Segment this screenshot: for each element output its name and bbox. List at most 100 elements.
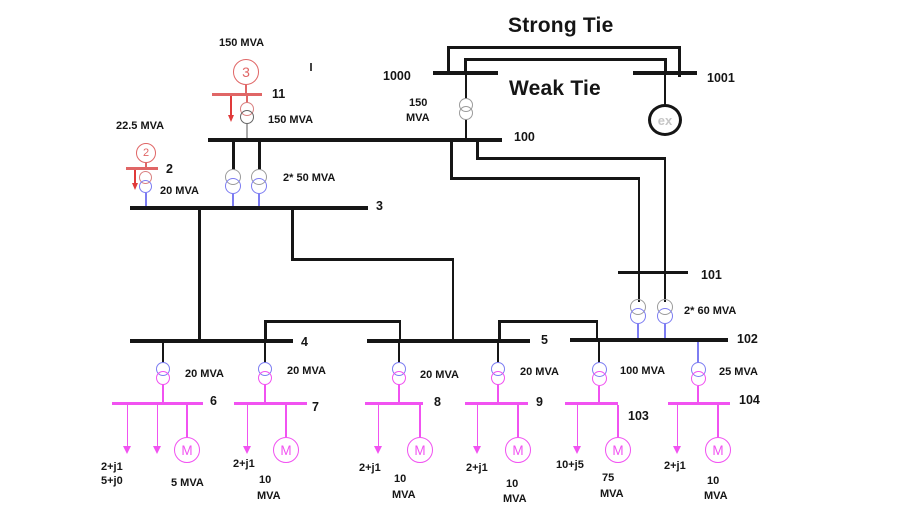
bus-101 xyxy=(618,271,688,274)
bus-7-label: 7 xyxy=(312,400,319,414)
strong-tie-line xyxy=(447,46,681,49)
generator-3: 3 xyxy=(233,59,259,85)
weak-tie-label: Weak Tie xyxy=(509,77,601,100)
line-bus5-bus102-up xyxy=(498,320,501,340)
load-6a-arrowhead xyxy=(123,446,131,454)
motor-9-stub xyxy=(517,405,519,437)
motor-6-stub xyxy=(186,405,188,437)
motor-9-symbol: M xyxy=(512,442,524,458)
motor-8-symbol: M xyxy=(414,442,426,458)
line-100-101b-riser xyxy=(637,177,640,302)
xfmr-4-6-rating: 20 MVA xyxy=(185,368,224,380)
line-100-101a-run xyxy=(476,157,666,160)
xfmr-101-102-a-bottom-winding xyxy=(630,308,646,324)
xfmr-102-104-bottom-winding xyxy=(691,371,706,386)
motor-104: M xyxy=(705,437,731,463)
xfmr-101-102-b-bottom-winding xyxy=(657,308,673,324)
xfmr-102-104-hv-stub xyxy=(697,342,699,363)
weak-tie-line xyxy=(464,58,667,61)
load-6a-value: 2+j1 xyxy=(101,461,123,473)
xfmr-5-8-rating: 20 MVA xyxy=(420,369,459,381)
load-9-value: 2+j1 xyxy=(466,462,488,474)
weak-tie-right-riser xyxy=(664,58,667,75)
bus-5-label: 5 xyxy=(541,333,548,347)
xfmr-4-7-rating: 20 MVA xyxy=(287,365,326,377)
bus-2 xyxy=(126,167,158,170)
xfmr-11-100-rating: 150 MVA xyxy=(268,114,314,126)
xfmr-5-9-rating: 20 MVA xyxy=(520,366,559,378)
stray-mark xyxy=(310,63,312,71)
xfmr-11-100-hv-stub xyxy=(246,96,248,103)
xfmr-102-103-lv-stub xyxy=(598,386,600,402)
motor-7-rating-line1: 10 xyxy=(259,474,272,486)
load-7-line xyxy=(246,405,248,447)
xfmr-5-9-bottom-winding xyxy=(491,371,505,385)
bus-104-label: 104 xyxy=(739,393,760,407)
motor-7: M xyxy=(273,437,299,463)
motor-103-symbol: M xyxy=(612,442,624,458)
xfmr-4-7-hv-stub xyxy=(264,343,266,363)
load-7-arrowhead xyxy=(243,446,251,454)
generator-3-id: 3 xyxy=(242,64,250,80)
bus-1001 xyxy=(633,71,697,75)
xfmr-102-104-rating: 25 MVA xyxy=(719,366,758,378)
load-8-line xyxy=(377,405,379,447)
line-xfmr-bus100 xyxy=(465,119,467,138)
xfmr-4-7-lv-stub xyxy=(264,385,266,402)
load-6b-arrowhead xyxy=(153,446,161,454)
bus-102-label: 102 xyxy=(737,332,758,346)
motor-104-rating-line2: MVA xyxy=(704,490,728,502)
xfmr-100-3-a-lv-stub xyxy=(232,194,234,206)
xfmr-100-3-b-lv-stub xyxy=(258,194,260,206)
line-bus4-bus5-run xyxy=(264,320,401,323)
bus-11-label: 11 xyxy=(272,87,286,101)
xfmr-5-9-lv-stub xyxy=(497,385,499,402)
line-bus3-bus5-drop xyxy=(291,210,294,260)
xfmr-102-103-hv-stub xyxy=(597,342,600,363)
motor-6-symbol: M xyxy=(181,442,193,458)
motor-9: M xyxy=(505,437,531,463)
motor-8: M xyxy=(407,437,433,463)
line-100-101b-run xyxy=(450,177,640,180)
line-bus3-bus5-run xyxy=(291,258,454,261)
bus-100 xyxy=(208,138,502,142)
load-8-arrowhead xyxy=(374,446,382,454)
xfmr-4-6-bottom-winding xyxy=(156,371,170,385)
load-104-line xyxy=(676,405,678,447)
gen-2-rating: 22.5 MVA xyxy=(116,120,165,132)
motor-9-rating-line1: 10 xyxy=(506,478,519,490)
xfmr-101-102-rating: 2* 60 MVA xyxy=(684,305,737,317)
load-9-arrowhead xyxy=(473,446,481,454)
bus-9 xyxy=(465,402,528,405)
load-9-line xyxy=(476,405,478,447)
xfmr-11-100-bottom-winding xyxy=(240,110,254,124)
xfmr-100-3-a-bottom-winding xyxy=(225,178,241,194)
motor-8-rating-line1: 10 xyxy=(394,473,407,485)
xfmr-100-3-a-hv-stub xyxy=(231,142,235,170)
motor-9-rating-line2: MVA xyxy=(503,493,527,505)
motor-103: M xyxy=(605,437,631,463)
gen-3-stub xyxy=(245,85,247,94)
line-bus3-bus4 xyxy=(198,210,201,340)
xfmr-11-100-lv-stub xyxy=(246,124,248,138)
xfmr-101-102-a-lv-stub xyxy=(637,324,639,339)
motor-103-rating-line1: 75 xyxy=(602,472,615,484)
bus-102 xyxy=(570,338,728,342)
xfmr-2-3-lv-stub xyxy=(144,193,147,206)
load-103-arrowhead xyxy=(573,446,581,454)
motor-8-stub xyxy=(419,405,421,437)
xfmr-100-3-b-hv-stub xyxy=(257,142,261,170)
xfmr-1000-100-rating-line2: MVA xyxy=(406,112,430,124)
strong-tie-right-riser xyxy=(678,46,681,77)
xfmr-100-3-rating: 2* 50 MVA xyxy=(283,172,336,184)
motor-6: M xyxy=(174,437,200,463)
load-104-arrowhead xyxy=(673,446,681,454)
line-100-101b-drop xyxy=(450,142,453,179)
load-6b-line xyxy=(156,405,158,447)
load-6b-value: 5+j0 xyxy=(101,475,123,487)
